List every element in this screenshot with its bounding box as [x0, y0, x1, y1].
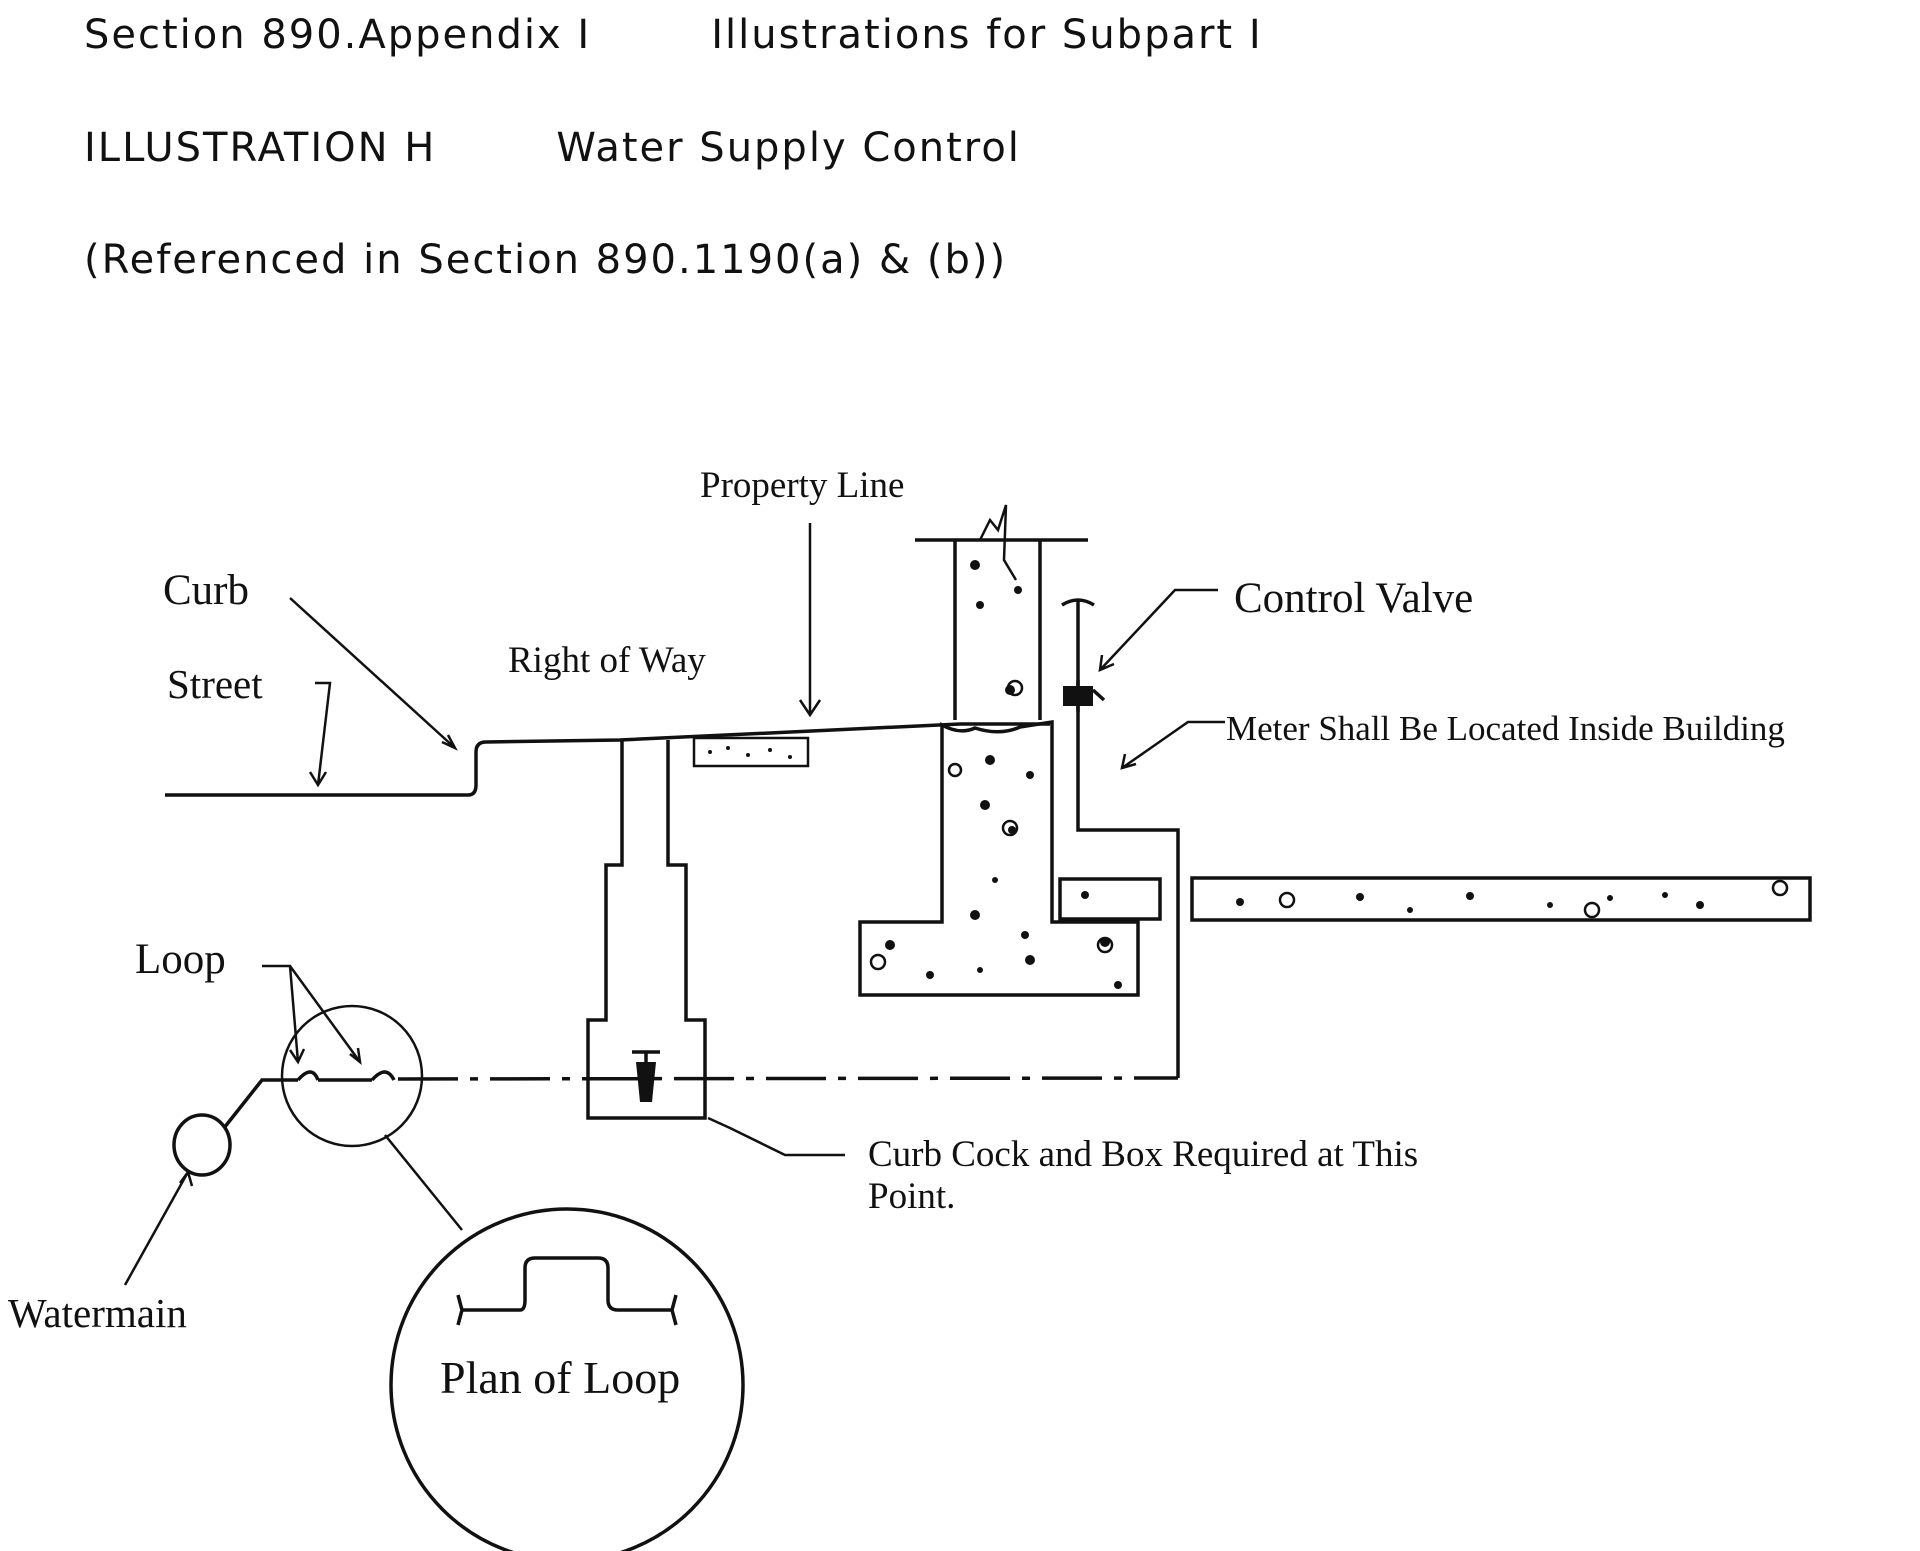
curb-box	[586, 740, 707, 1120]
foundation-footing	[858, 719, 1140, 997]
plan-of-loop-detail	[384, 1134, 745, 1551]
wall-aggregate	[885, 560, 1122, 989]
watermain-label: Watermain	[8, 1290, 187, 1336]
foundation-wall	[915, 538, 1088, 720]
service-pipe-riser	[1076, 600, 1180, 1078]
reference-line: (Referenced in Section 890.1190(a) & (b)…	[84, 237, 1007, 283]
header-line-2: ILLUSTRATION H Water Supply Control	[84, 125, 1021, 171]
curb-cock-label-line2: Point.	[868, 1176, 955, 1217]
loop-leader	[262, 964, 362, 1065]
wall-pebbles	[869, 679, 1114, 971]
header-line-1: Section 890.Appendix I Illustrations for …	[84, 12, 1263, 58]
property-line-label: Property Line	[700, 465, 904, 506]
meter-leader	[1120, 720, 1225, 770]
loop-symbol	[280, 1004, 424, 1148]
curb-label: Curb	[163, 567, 249, 614]
watermain-leader	[123, 1169, 194, 1286]
control-valve-label: Control Valve	[1234, 575, 1473, 622]
control-valve-symbol	[1063, 680, 1106, 712]
floor-pebbles	[1278, 879, 1789, 919]
service-pipe-dashed	[397, 1076, 1179, 1081]
leader-lines	[123, 523, 1225, 1286]
right-of-way-label: Right of Way	[508, 640, 706, 681]
control-valve-leader	[1098, 588, 1218, 673]
illustration-title: Water Supply Control	[556, 125, 1021, 171]
loop-label: Loop	[135, 936, 226, 983]
wall-break	[978, 504, 1018, 581]
plan-of-loop-label: Plan of Loop	[440, 1352, 680, 1403]
pipe-cap	[1061, 598, 1095, 607]
property-line-arrow	[798, 523, 822, 718]
illustration-id: ILLUSTRATION H	[84, 125, 437, 171]
slab-stipple	[708, 746, 792, 759]
reference-text: (Referenced in Section 890.1190(a) & (b)…	[84, 237, 1008, 283]
floor-aggregate	[1081, 891, 1704, 913]
curb-cock-symbol	[632, 1050, 660, 1102]
sidewalk-slab	[692, 736, 810, 768]
section-title: Section 890.Appendix I	[84, 12, 592, 58]
section-subtitle: Illustrations for Subpart I	[711, 12, 1263, 58]
street-leader	[308, 681, 332, 788]
curb-leader	[289, 597, 458, 751]
street-curb-ground-line	[165, 722, 961, 797]
floor-slab	[1190, 876, 1812, 922]
watermain-symbol	[172, 1078, 298, 1177]
curb-cock-label-line1: Curb Cock and Box Required at This	[868, 1134, 1418, 1175]
interior-floor-slab	[1058, 877, 1162, 921]
meter-note-label: Meter Shall Be Located Inside Building	[1226, 709, 1785, 748]
street-label: Street	[167, 661, 263, 707]
curb-cock-leader	[707, 1116, 845, 1157]
